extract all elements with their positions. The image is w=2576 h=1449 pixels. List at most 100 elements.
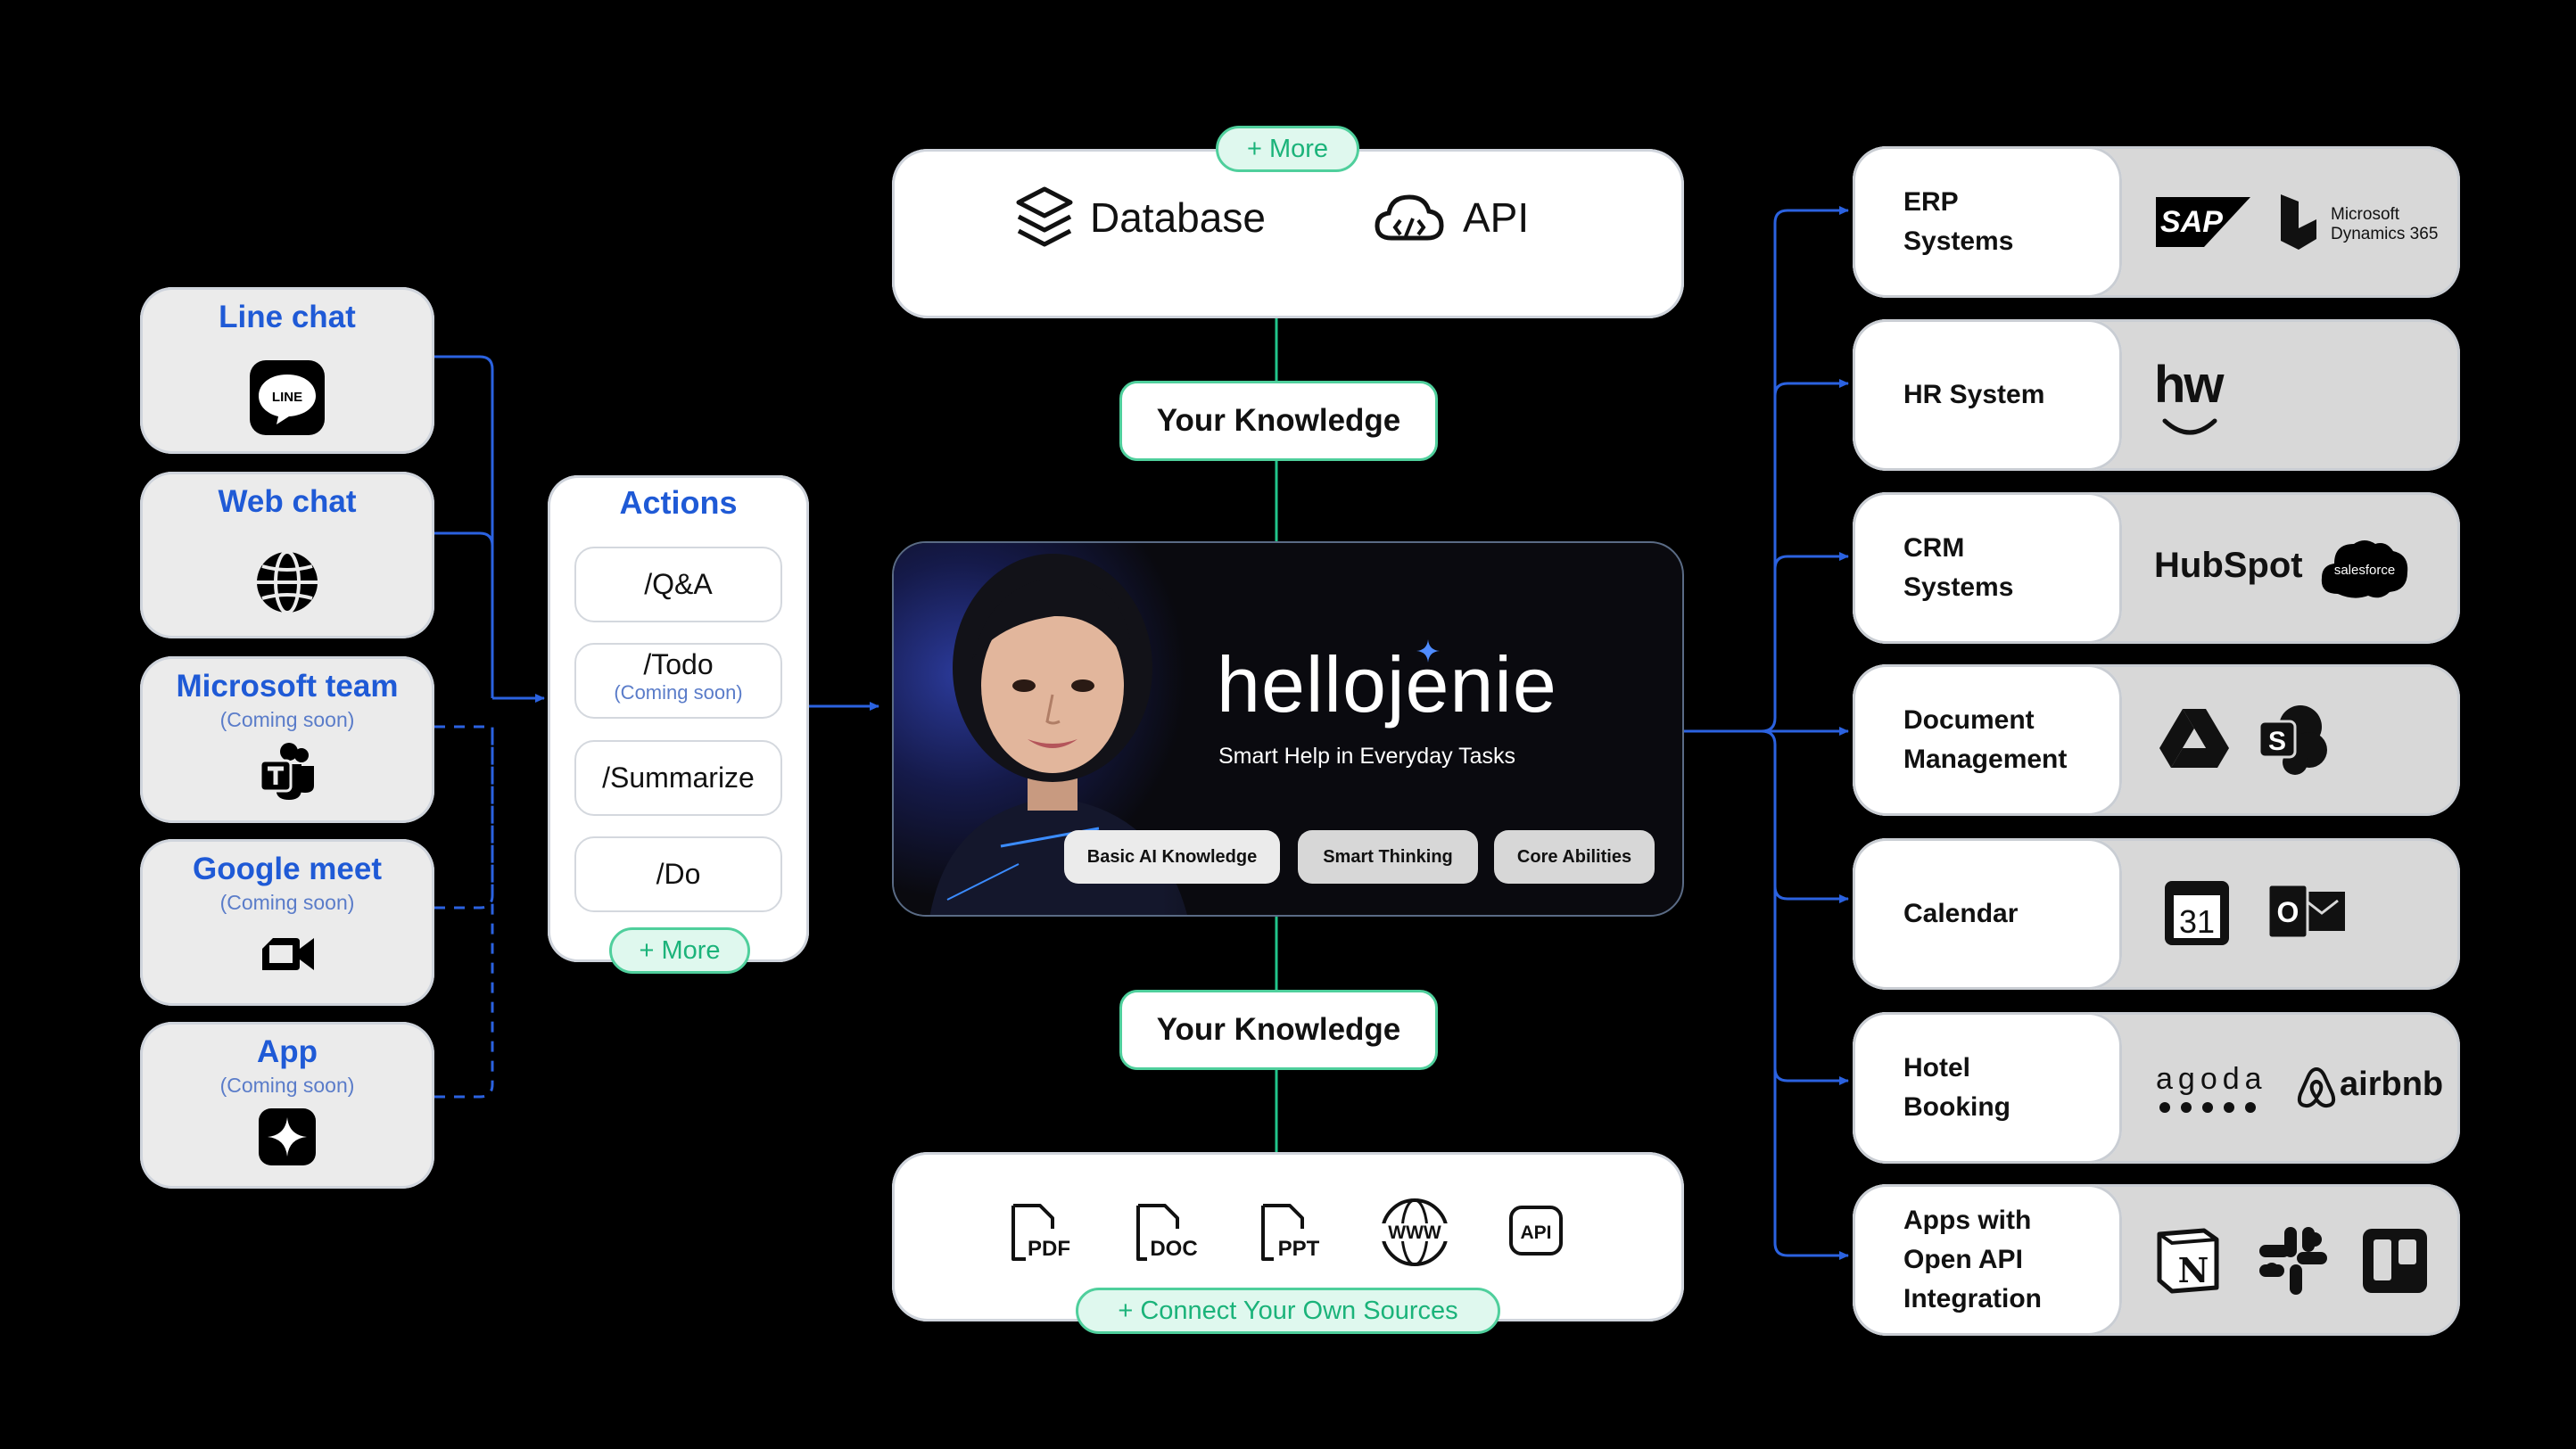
channel-microsoft-team[interactable]: Microsoft team (Coming soon): [140, 656, 434, 823]
channel-app[interactable]: App (Coming soon): [140, 1022, 434, 1189]
system-label: HR System: [1903, 380, 2045, 409]
channel-subtitle: (Coming soon): [219, 1074, 355, 1097]
system-open-api-apps[interactable]: Apps with Open API Integration N: [1853, 1184, 2460, 1336]
hw-smile-icon: [2162, 418, 2217, 435]
ms-line2: Dynamics 365: [2331, 225, 2439, 243]
system-label: Apps with Open API Integration: [1903, 1206, 2042, 1313]
action-summarize-button[interactable]: /Summarize: [574, 740, 782, 816]
channel-title: Line chat: [219, 300, 356, 334]
channel-title: App: [256, 1034, 318, 1069]
action-do-button[interactable]: /Do: [574, 836, 782, 912]
open-api-logos: N: [2122, 1184, 2460, 1336]
erp-logos: SAP Microsoft Dynamics 365: [2122, 146, 2460, 298]
system-label: Hotel Booking: [1903, 1053, 2010, 1122]
actions-panel: Actions /Q&A /Todo (Coming soon) /Summar…: [548, 475, 809, 962]
database-label: Database: [1090, 194, 1266, 241]
outlook-icon: O: [2266, 883, 2345, 940]
system-document-management[interactable]: Document Management S: [1853, 664, 2460, 816]
action-label: /Todo: [643, 648, 714, 680]
system-hotel-booking[interactable]: Hotel Booking agoda airbnb: [1853, 1012, 2460, 1164]
system-label: CRM Systems: [1903, 533, 2014, 602]
microsoft-dynamics-text: Microsoft Dynamics 365: [2331, 205, 2438, 244]
channel-title: Web chat: [218, 484, 357, 519]
channel-subtitle: (Coming soon): [219, 708, 355, 731]
sharepoint-letter: S: [2268, 727, 2286, 756]
trello-icon: [2363, 1229, 2427, 1293]
hubspot-logo: HubSpot: [2154, 546, 2303, 585]
hero-tagline: Smart Help in Everyday Tasks: [1218, 744, 1515, 769]
document-logos: S: [2122, 664, 2460, 816]
www-label: WWW: [1388, 1223, 1441, 1243]
microsoft-dynamics-icon: [2281, 194, 2316, 250]
calendar-logos: 31 O: [2122, 838, 2460, 990]
agoda-dots-icon: [2159, 1102, 2256, 1113]
line-app-icon: LINE: [250, 360, 325, 435]
action-qa-button[interactable]: /Q&A: [574, 547, 782, 622]
badge-basic-ai-knowledge: Basic AI Knowledge: [1064, 830, 1280, 884]
notion-icon: N: [2157, 1228, 2219, 1294]
sparkle-icon: [1416, 639, 1440, 663]
sap-logo: SAP: [2156, 197, 2250, 247]
system-hr[interactable]: HR System hw: [1853, 319, 2460, 471]
action-label: /Q&A: [644, 568, 713, 600]
slack-icon: [2259, 1227, 2327, 1295]
connect-sources-button[interactable]: + Connect Your Own Sources: [1076, 1288, 1500, 1334]
www-globe-icon: WWW: [1379, 1198, 1450, 1266]
actions-more-button[interactable]: + More: [609, 927, 750, 974]
doc-label: DOC: [1150, 1237, 1197, 1261]
system-erp[interactable]: ERP Systems SAP Microsoft Dynamics 365: [1853, 146, 2460, 298]
channel-web-chat[interactable]: Web chat: [140, 472, 434, 638]
brand-hello: hello: [1217, 640, 1387, 729]
line-icon-text: LINE: [272, 390, 302, 405]
pdf-file-icon: PDF: [1011, 1204, 1070, 1261]
hotel-logos: agoda airbnb: [2122, 1012, 2460, 1164]
action-label: /Summarize: [602, 762, 755, 794]
system-crm[interactable]: CRM Systems HubSpot salesforce: [1853, 492, 2460, 644]
actions-title: Actions: [619, 484, 738, 521]
badge-smart-thinking: Smart Thinking: [1298, 830, 1478, 884]
brand-wordmark: hellojenie: [1217, 639, 1557, 730]
top-more-button[interactable]: + More: [1216, 126, 1359, 172]
system-calendar[interactable]: Calendar 31 O: [1853, 838, 2460, 990]
teams-icon: [259, 743, 314, 800]
pdf-label: PDF: [1028, 1237, 1070, 1261]
outlook-letter: O: [2277, 896, 2299, 928]
action-label: /Do: [656, 858, 701, 890]
calendar-day: 31: [2179, 903, 2215, 940]
your-knowledge-top: Your Knowledge: [1119, 381, 1438, 461]
ppt-file-icon: PPT: [1261, 1204, 1320, 1261]
ppt-label: PPT: [1278, 1237, 1320, 1261]
sparkle-app-icon: [259, 1108, 316, 1165]
airbnb-icon: [2297, 1066, 2336, 1108]
sap-logo-text: SAP: [2160, 205, 2223, 239]
database-icon: [1016, 186, 1073, 247]
doc-file-icon: DOC: [1136, 1204, 1198, 1261]
channel-line-chat[interactable]: Line chat LINE: [140, 287, 434, 454]
api-label: API: [1463, 194, 1530, 241]
ms-line1: Microsoft: [2331, 205, 2400, 224]
salesforce-text: salesforce: [2334, 563, 2395, 578]
action-sublabel: (Coming soon): [614, 681, 743, 704]
brand-jenie: jenie: [1386, 640, 1557, 729]
google-calendar-icon: 31: [2165, 881, 2229, 945]
hr-logos: hw: [2122, 319, 2460, 471]
cloud-api-icon: [1375, 194, 1444, 241]
agoda-logo: agoda: [2156, 1062, 2267, 1096]
your-knowledge-bottom: Your Knowledge: [1119, 990, 1438, 1070]
notion-letter: N: [2178, 1250, 2209, 1290]
google-drive-icon: [2159, 709, 2229, 768]
google-meet-icon: [262, 938, 314, 970]
channel-title: Google meet: [193, 852, 382, 886]
salesforce-cloud-icon: salesforce: [2321, 540, 2408, 598]
system-label: ERP Systems: [1903, 187, 2014, 256]
api-badge-label: API: [1520, 1223, 1551, 1243]
hw-logo: hw: [2154, 356, 2225, 414]
action-todo-button[interactable]: /Todo (Coming soon): [574, 643, 782, 719]
system-label: Calendar: [1903, 899, 2019, 928]
channel-subtitle: (Coming soon): [219, 891, 355, 914]
system-label: Document Management: [1903, 705, 2068, 774]
badge-core-abilities: Core Abilities: [1494, 830, 1655, 884]
channel-google-meet[interactable]: Google meet (Coming soon): [140, 839, 434, 1006]
top-sources-box: Database API: [892, 149, 1684, 318]
